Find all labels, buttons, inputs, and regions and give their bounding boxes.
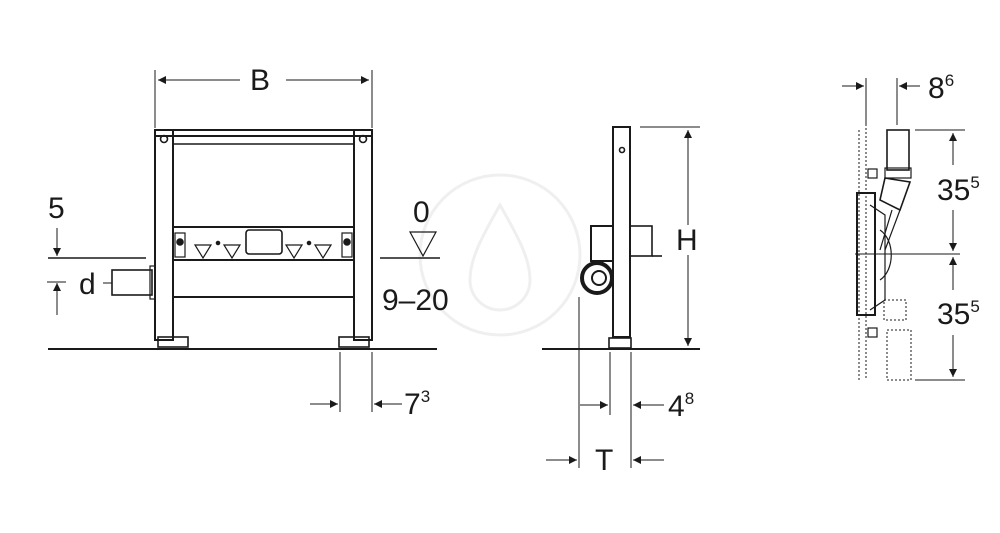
offset-label: 86 bbox=[928, 71, 954, 105]
drain-view bbox=[842, 78, 965, 381]
height-range-label: 9–20 bbox=[382, 284, 449, 317]
front-view-labels: B 5 d 0 9–20 73 bbox=[48, 64, 449, 421]
foot-dim-label: 73 bbox=[404, 387, 430, 421]
inner-dim-label: 48 bbox=[668, 389, 694, 423]
front-view bbox=[47, 70, 440, 412]
drain-view-labels: 86 355 355 bbox=[928, 71, 980, 331]
watermark-logo bbox=[418, 173, 582, 337]
depth-label: T bbox=[595, 444, 613, 477]
height-label: H bbox=[676, 224, 698, 257]
side-view-labels: H T 48 bbox=[595, 224, 698, 477]
pipe-diameter-label: d bbox=[79, 268, 96, 301]
floor-level-label: 0 bbox=[413, 196, 430, 229]
top-offset-label: 5 bbox=[48, 192, 65, 225]
width-label: B bbox=[250, 64, 270, 97]
upper-dim-label: 355 bbox=[937, 173, 980, 207]
side-view bbox=[542, 126, 700, 468]
lower-dim-label: 355 bbox=[937, 297, 980, 331]
